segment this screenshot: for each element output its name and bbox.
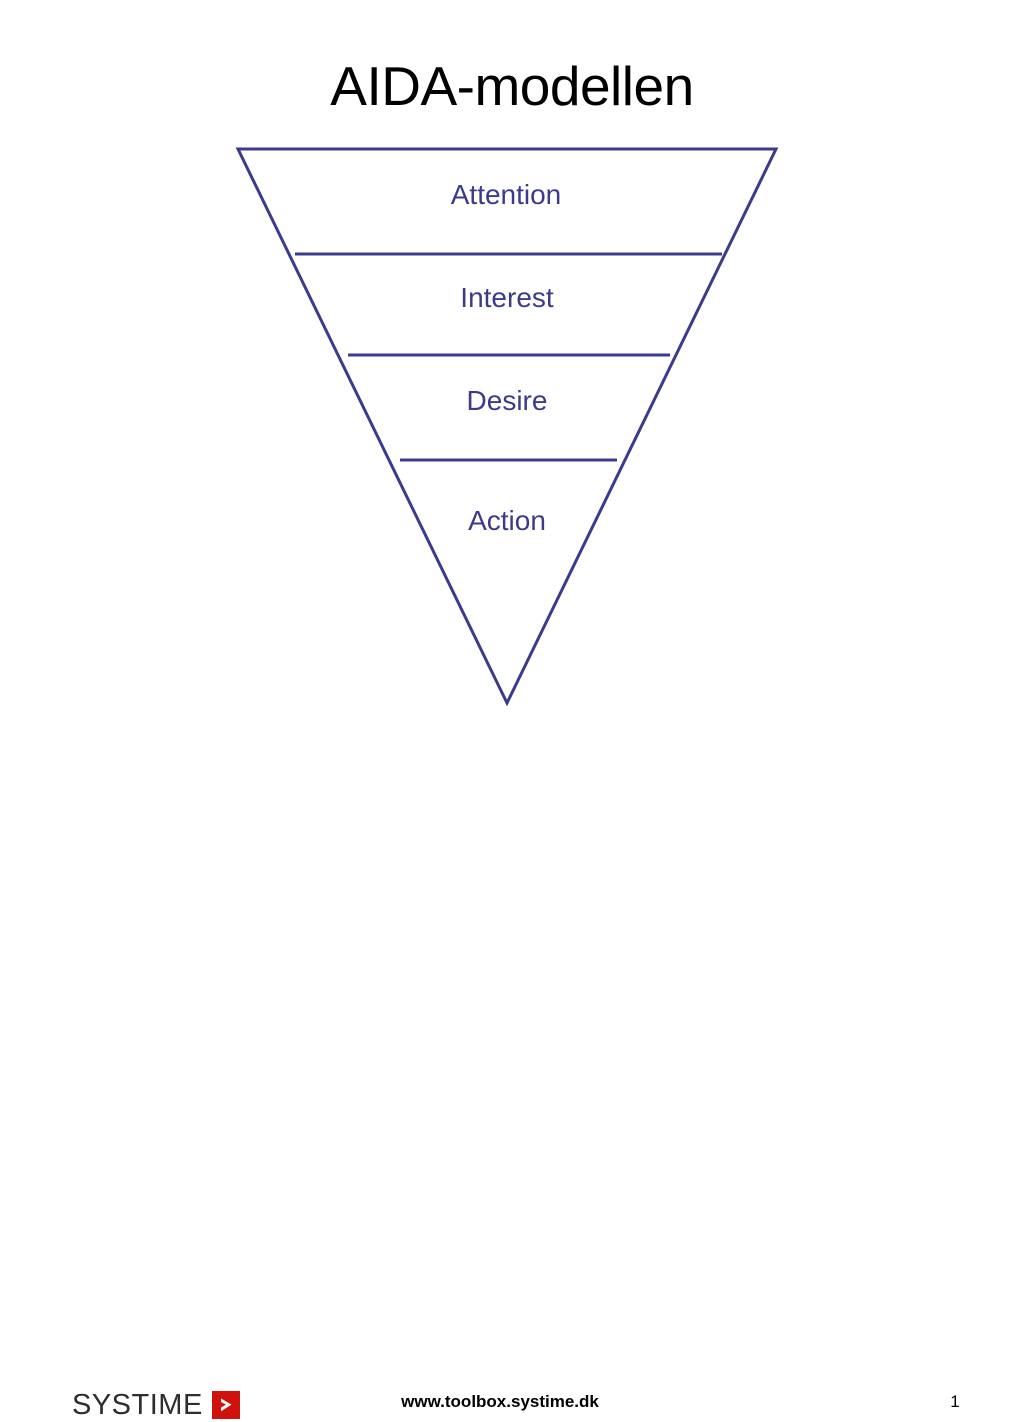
page-title: AIDA-modellen — [330, 55, 694, 117]
funnel-stage-label-desire: Desire — [466, 385, 548, 416]
slide-footer: SYSTIME www.toolbox.systime.dk 1 — [0, 688, 1024, 1419]
footer-url: www.toolbox.systime.dk — [401, 1392, 599, 1411]
funnel-stage-label-action: Action — [468, 505, 546, 536]
funnel-stage-label-interest: Interest — [460, 282, 554, 313]
funnel-stage-label-attention: Attention — [450, 179, 562, 210]
funnel-triangle-outline — [235, 147, 779, 707]
page-number: 1 — [950, 1392, 960, 1411]
